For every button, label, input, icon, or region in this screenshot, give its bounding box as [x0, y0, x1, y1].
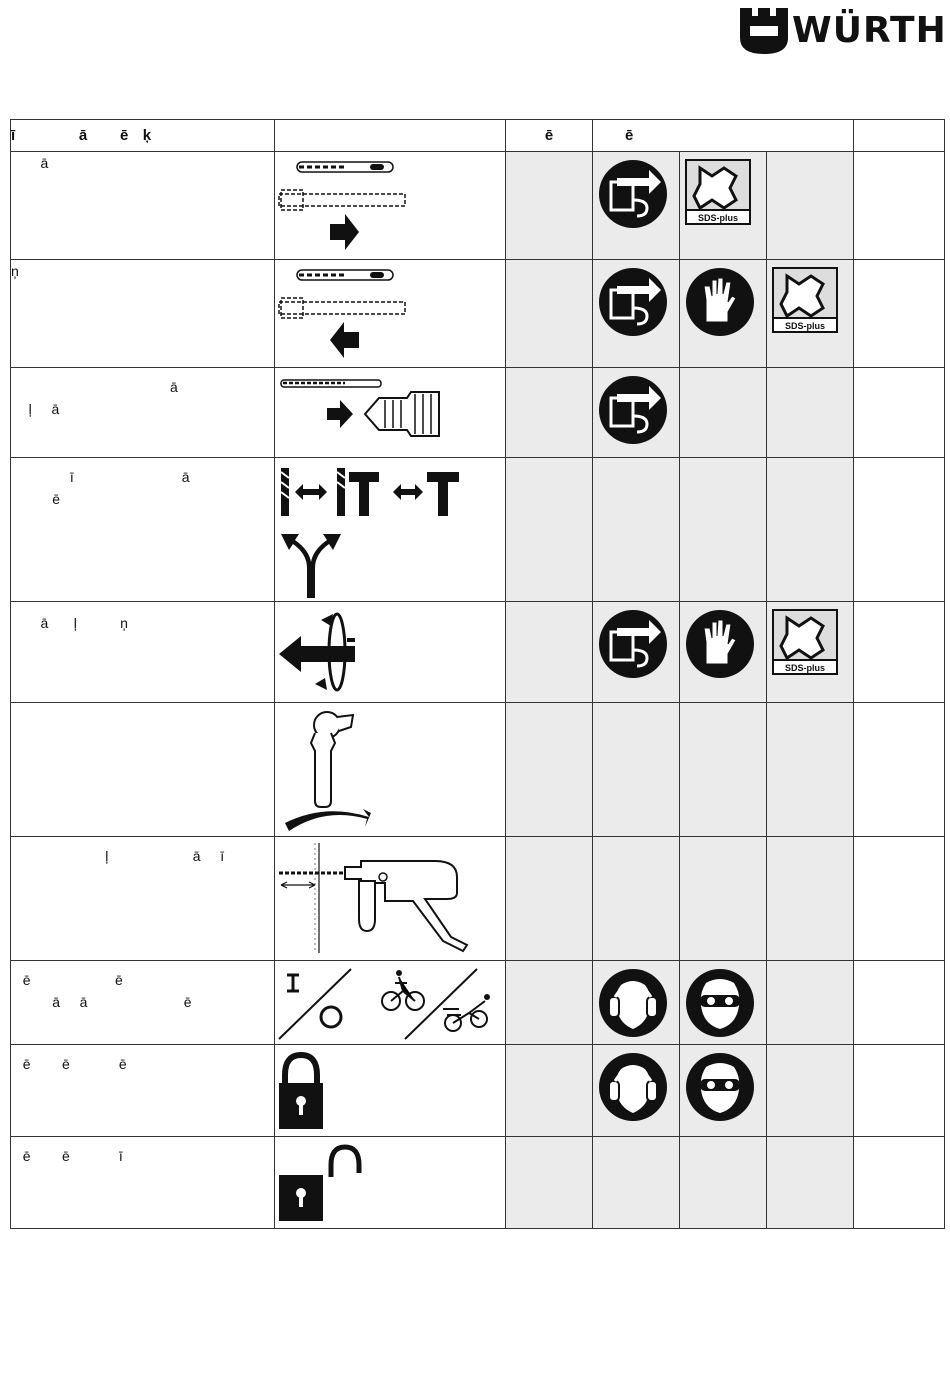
svg-text:SDS-plus: SDS-plus — [785, 321, 825, 331]
unplug-icon — [592, 367, 680, 458]
table-row: ē ē ē — [10, 1044, 945, 1137]
on-off-icon — [274, 960, 506, 1045]
sds-plus-icon: SDS-plus — [679, 151, 767, 260]
row-description: ē ē ī — [10, 1136, 275, 1229]
header-illustration — [274, 119, 506, 152]
header-row: ī ā ē ķ ē ē — [10, 119, 945, 152]
chuck-insert-icon — [274, 367, 506, 458]
eye-protection-icon — [679, 1044, 767, 1137]
header-symbols: ē — [592, 119, 854, 152]
lock-closed-icon — [274, 1044, 506, 1137]
ear-protection-icon — [592, 1044, 680, 1137]
wurth-logo-icon — [740, 8, 788, 54]
depth-stop-icon — [274, 836, 506, 961]
wurth-logo: WÜRTH — [740, 8, 947, 54]
row-description: ē ē ē — [10, 1044, 275, 1137]
row-description: ā ļ ā — [10, 367, 275, 458]
unplug-icon — [592, 601, 680, 703]
table-row: ā SDS-plus — [10, 151, 945, 260]
drill-bit-insert-icon — [274, 151, 506, 260]
sds-plus-icon: SDS-plus — [766, 259, 854, 368]
drill-bit-remove-icon — [274, 259, 506, 368]
svg-text:SDS-plus: SDS-plus — [698, 213, 738, 223]
table-row: ņ SDS-plus — [10, 259, 945, 368]
rotation-icon — [274, 601, 506, 703]
lock-open-icon — [274, 1136, 506, 1229]
instruction-table: ī ā ē ķ ē ē ā SDS-plus — [10, 119, 945, 1229]
brand-name: WÜRTH — [792, 10, 947, 51]
row-description: ā ļ ņ — [10, 601, 275, 703]
header-col3: ē — [505, 119, 593, 152]
sds-plus-icon: SDS-plus — [766, 601, 854, 703]
gloves-icon — [679, 601, 767, 703]
table-row: ī ā ē — [10, 457, 945, 602]
ear-protection-icon — [592, 960, 680, 1045]
table-row: ē ē ī — [10, 1136, 945, 1229]
row-description: ļ ā ī — [10, 836, 275, 961]
table-row — [10, 702, 945, 837]
table-row: ē ē ā ā ē — [10, 960, 945, 1045]
svg-text:SDS-plus: SDS-plus — [785, 663, 825, 673]
unplug-icon — [592, 151, 680, 260]
row-description: ē ē ā ā ē — [10, 960, 275, 1045]
row-description: ā — [10, 151, 275, 260]
row-description — [10, 702, 275, 837]
table-row: ā ļ ā — [10, 367, 945, 458]
eye-protection-icon — [679, 960, 767, 1045]
side-handle-icon — [274, 702, 506, 837]
mode-switch-icon — [274, 457, 506, 602]
table-row: ā ļ ņ SDS-plus — [10, 601, 945, 703]
gloves-icon — [679, 259, 767, 368]
unplug-icon — [592, 259, 680, 368]
header-description: ī ā ē ķ — [10, 119, 275, 152]
table-row: ļ ā ī — [10, 836, 945, 961]
row-description: ī ā ē — [10, 457, 275, 602]
header-col7 — [853, 119, 945, 152]
row-description: ņ — [10, 259, 275, 368]
